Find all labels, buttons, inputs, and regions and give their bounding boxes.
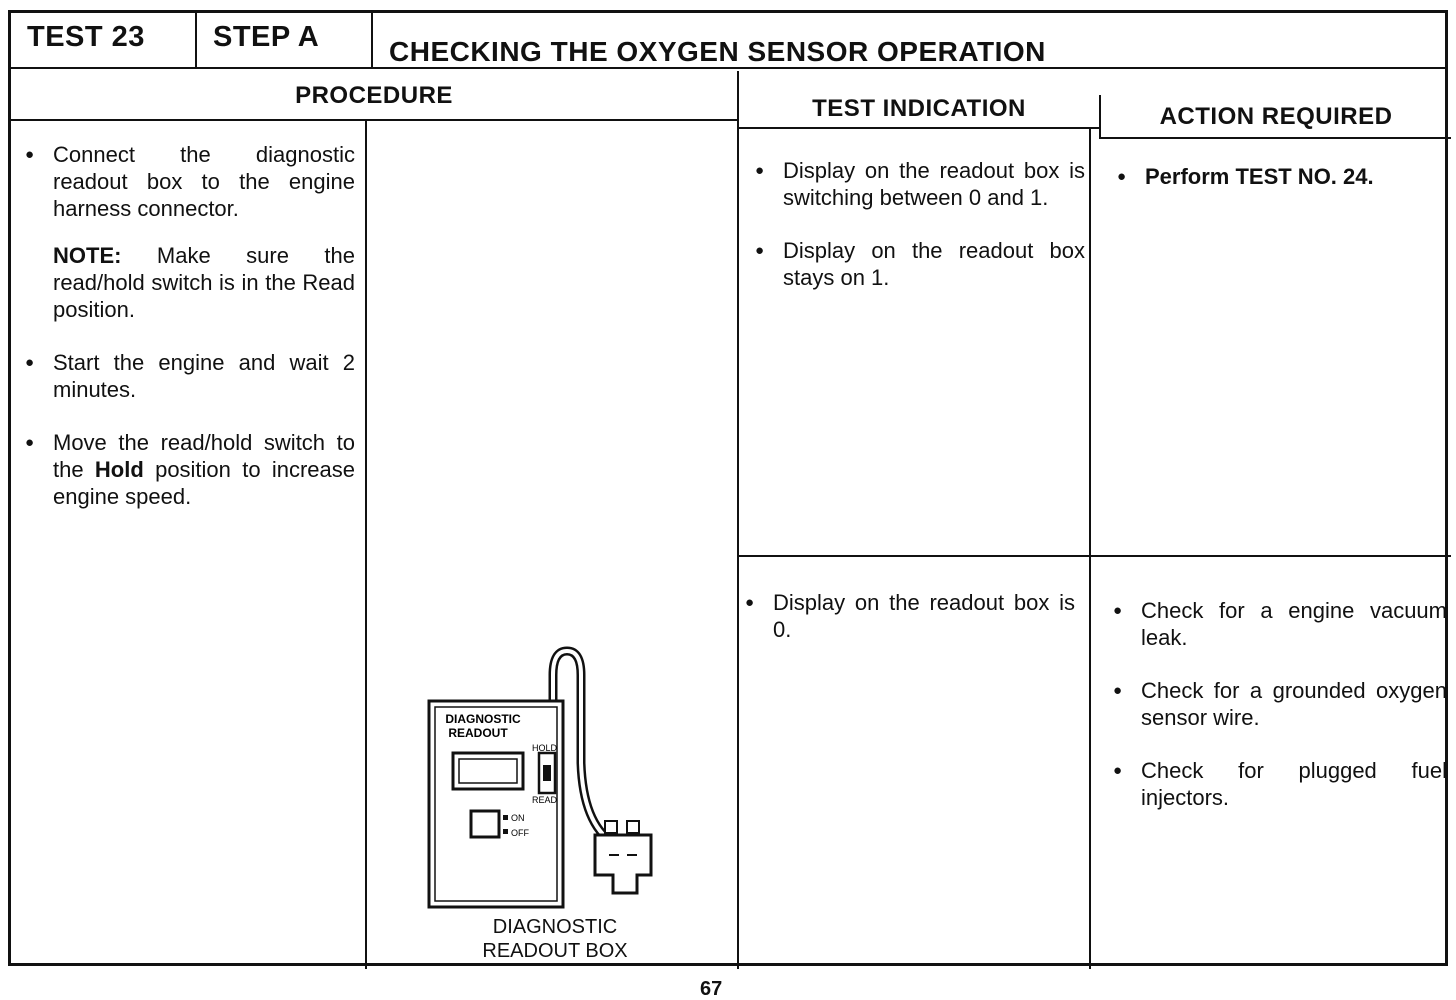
indication-upper: Display on the readout box is switching … xyxy=(749,157,1085,317)
indication-display-0: Display on the readout box is 0. xyxy=(739,589,1075,643)
cable-fill xyxy=(551,648,615,845)
off-label: OFF xyxy=(511,828,529,838)
page-number: 67 xyxy=(700,978,723,1000)
procedure-note: NOTE: Make sure the read/hold switch is … xyxy=(19,242,355,323)
action-vacuum-leak: Check for a engine vacuum leak. xyxy=(1107,597,1447,651)
on-label: ON xyxy=(511,813,525,823)
caption-line1: DIAGNOSTIC xyxy=(492,916,618,938)
readout-box-bezel xyxy=(434,706,558,902)
connector-pin-right xyxy=(626,820,640,834)
box-label-line1: DIAGNOSTIC xyxy=(445,712,521,726)
readout-box-body xyxy=(427,699,565,909)
illustration-caption: DIAGNOSTIC READOUT BOX xyxy=(441,915,669,963)
note-text: Make sure the read/hold switch is in the… xyxy=(53,243,355,322)
read-hold-switch-knob xyxy=(543,765,551,781)
step-label: STEP A xyxy=(197,13,373,69)
test-number: TEST 23 xyxy=(11,13,197,69)
divider-indication-action xyxy=(1089,129,1091,969)
procedure-step-2: Start the engine and wait 2 minutes. xyxy=(19,349,355,403)
harness-connector xyxy=(593,833,653,895)
procedure-steps: Connect the diagnostic readout box to th… xyxy=(19,141,355,536)
indication-stays-on-1: Display on the readout box stays on 1. xyxy=(749,237,1085,291)
read-label: READ xyxy=(532,795,558,805)
hold-label: HOLD xyxy=(532,743,558,753)
note-label: NOTE: xyxy=(53,243,122,268)
readout-display-inner xyxy=(458,758,518,784)
diagnostic-readout-box-illustration: DIAGNOSTIC READOUT HOLD READ ON OFF xyxy=(427,646,653,909)
column-header-test-indication: TEST INDICATION xyxy=(737,89,1099,129)
procedure-step-1: Connect the diagnostic readout box to th… xyxy=(19,141,355,222)
page-title: CHECKING THE OXYGEN SENSOR OPERATION xyxy=(389,36,1046,67)
on-indicator xyxy=(503,815,508,820)
power-switch xyxy=(469,809,501,839)
header-row: TEST 23 STEP A CHECKING THE OXYGEN SENSO… xyxy=(11,13,1445,69)
column-header-action-required: ACTION REQUIRED xyxy=(1099,95,1451,139)
caption-line2: READOUT BOX xyxy=(482,940,628,962)
connector-pin-left xyxy=(604,820,618,834)
divider-result-rows xyxy=(737,555,1451,557)
divider-procedure-indication xyxy=(737,71,739,969)
off-indicator xyxy=(503,829,508,834)
divider-procedure-text xyxy=(365,121,367,969)
action-grounded-wire: Check for a grounded oxygen sensor wire. xyxy=(1107,677,1447,731)
action-perform-test-24: Perform TEST NO. 24. xyxy=(1111,163,1441,190)
action-plugged-injectors: Check for plugged fuel injectors. xyxy=(1107,757,1447,811)
box-label-line2: READOUT xyxy=(448,726,508,740)
procedure-sheet: TEST 23 STEP A CHECKING THE OXYGEN SENSO… xyxy=(8,10,1451,969)
indication-lower: Display on the readout box is 0. xyxy=(739,589,1075,669)
action-lower: Check for a engine vacuum leak. Check fo… xyxy=(1107,597,1447,837)
action-upper: Perform TEST NO. 24. xyxy=(1111,163,1441,216)
indication-switching: Display on the readout box is switching … xyxy=(749,157,1085,211)
column-header-procedure: PROCEDURE xyxy=(11,71,737,121)
procedure-step-3: Move the read/hold switch to the Hold po… xyxy=(19,429,355,510)
